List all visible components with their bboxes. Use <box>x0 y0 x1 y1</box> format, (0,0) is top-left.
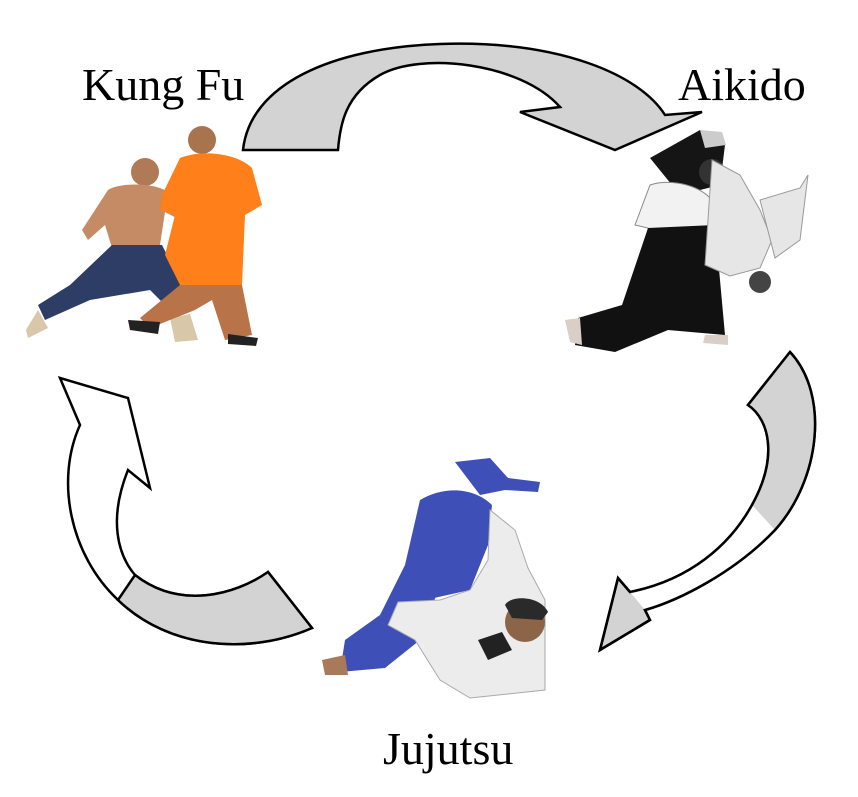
aikido-throw-photo <box>565 130 809 352</box>
jujutsu-ground-grappling-photo <box>322 458 548 699</box>
two-men-sparring-photo <box>26 126 262 346</box>
label-kung-fu: Kung Fu <box>82 59 245 110</box>
arrow-jujutsu-to-kungfu <box>57 376 314 646</box>
arrow-kungfu-to-aikido <box>241 42 703 152</box>
label-jujutsu: Jujutsu <box>383 723 514 774</box>
arrow-aikido-to-jujutsu <box>598 350 817 653</box>
label-aikido: Aikido <box>678 59 806 110</box>
